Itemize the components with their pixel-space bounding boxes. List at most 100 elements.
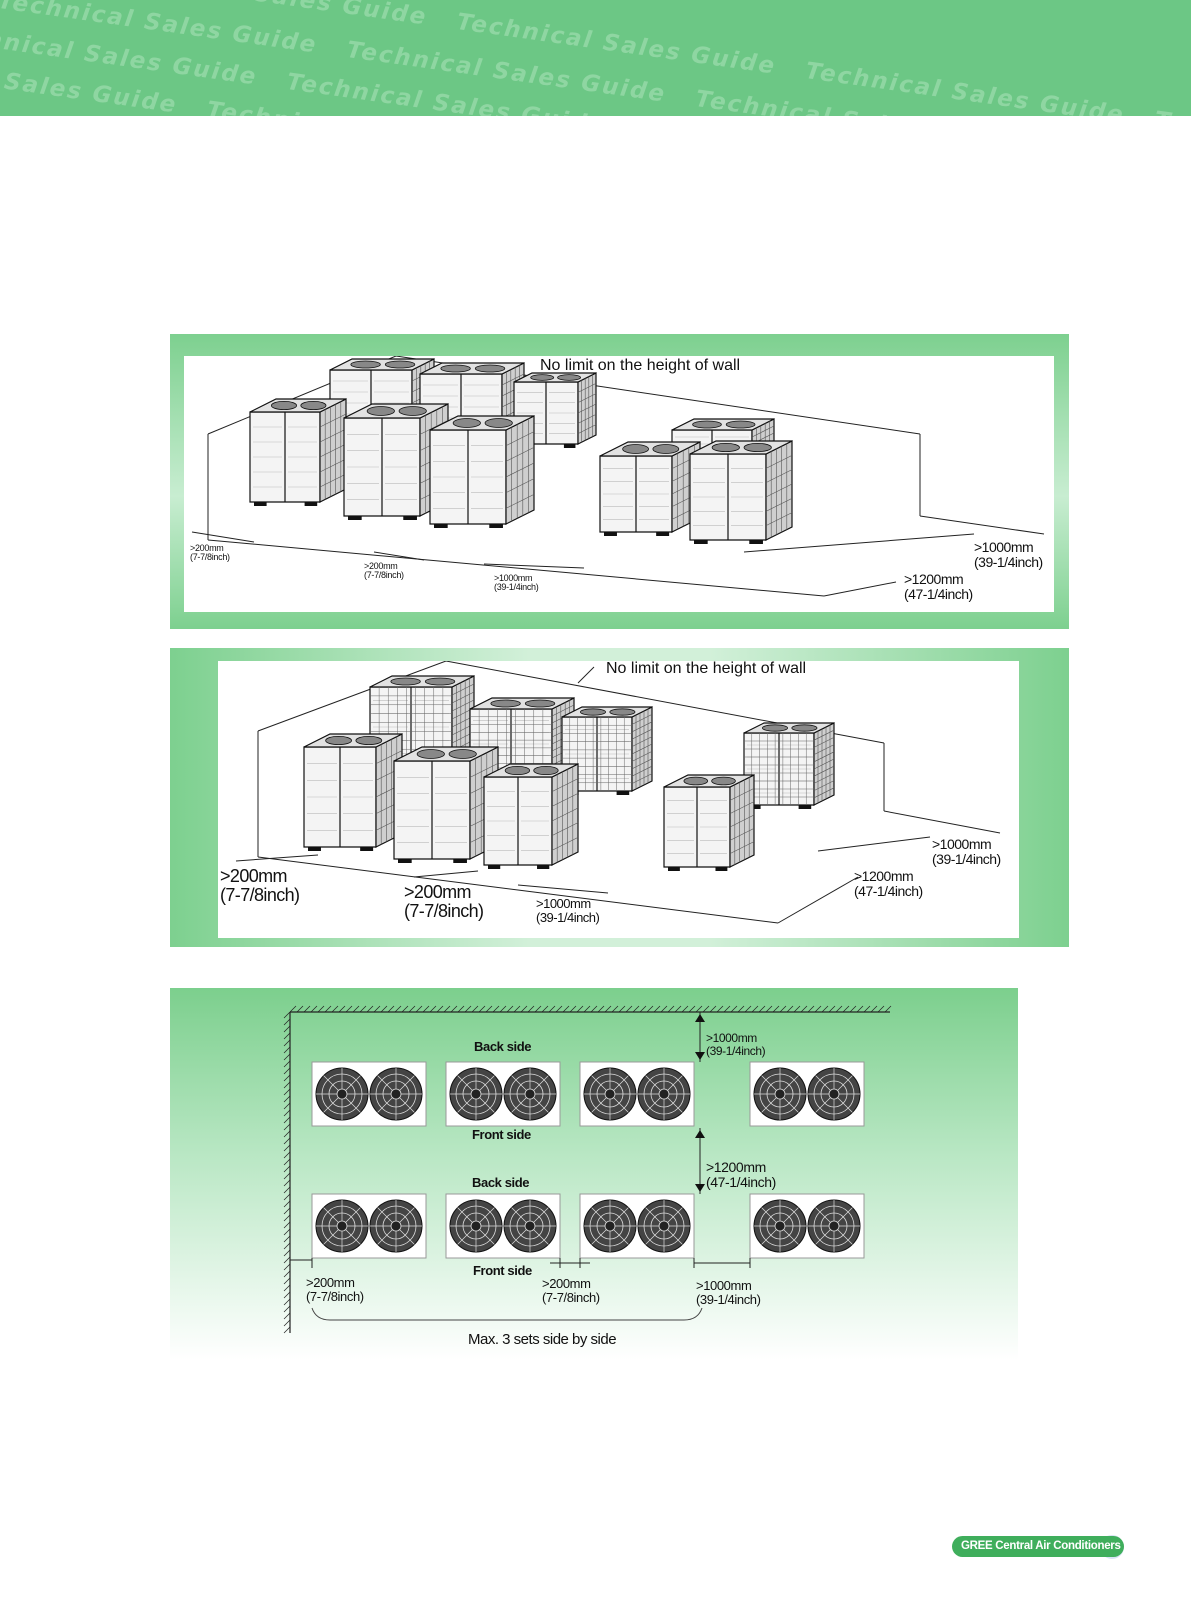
wall-hatch [283,1123,291,1131]
wall-hatch [541,1005,549,1013]
header-banner: Technical Sales Guide Technical Sales Gu… [0,0,1191,116]
floor-edge [207,539,825,597]
wall-hatch [387,1005,395,1013]
unit-grille-line [765,455,793,469]
unit-foot [403,516,417,520]
fan-top [355,735,383,746]
wall-hatch [283,1074,291,1082]
wall-hatch [793,1005,801,1013]
wall-hatch [751,1005,759,1013]
unit-grille-line [765,512,793,526]
wall-hatch [611,1005,619,1013]
spacing-label: >200mm(7-7/8inch) [220,866,300,905]
leader-line [577,666,595,684]
unit-foot [798,805,812,809]
wall-hatch [842,1005,850,1013]
unit-foot [304,502,318,506]
wall-hatch [457,1005,465,1013]
wall-hatch [283,1081,291,1089]
fan-top [440,364,471,373]
unit-foot [656,532,670,536]
fan-hub [336,1220,348,1232]
wall-hatch [534,1005,542,1013]
fan-top [652,444,680,454]
fan-top [692,420,722,429]
unit-foot [694,540,708,544]
wall-hatch [283,1186,291,1194]
wall-hatch [401,1005,409,1013]
wall-hatch [352,1005,360,1013]
unit-grille-line [729,814,755,828]
dimension-arrow [695,1184,705,1192]
spacing-label: >1000mm(39-1/4inch) [536,896,600,925]
plan-view-drawing [283,1005,892,1334]
wall-hatch [576,1005,584,1013]
wall-hatch [283,1207,291,1215]
unit-grille-line [577,403,597,414]
wall-hatch [338,1005,346,1013]
unit-grille-line [319,428,347,443]
unit-grille-line [551,837,579,851]
guide-line [743,533,975,553]
wall-hatch [283,1291,291,1299]
wall-hatch [283,1298,291,1306]
fan-top [384,360,416,369]
dimension-arrow [695,1014,705,1022]
wall-hatch [632,1005,640,1013]
fan-hub [774,1088,786,1100]
wall-edge [257,661,447,732]
wall-hatch [283,1046,291,1054]
wall-hatch [492,1005,500,1013]
outdoor-unit [429,415,535,528]
unit-grille-line [551,807,579,822]
wall-hatch [429,1005,437,1013]
fan-top [366,406,395,416]
fan-hub [470,1220,482,1232]
wall-hatch [506,1005,514,1013]
fan-hub [828,1220,840,1232]
wall-hatch [283,1305,291,1313]
unit-foot [749,540,763,544]
wall-hatch [373,1005,381,1013]
wall-hatch [786,1005,794,1013]
fan-top [390,677,421,686]
fan-top [533,765,559,776]
wall-hatch [283,1172,291,1180]
wall-hatch [590,1005,598,1013]
unit-grille-line [729,828,755,841]
spacing-label: >200mm(7-7/8inch) [306,1275,364,1304]
spacing-label: >1000mm(39-1/4inch) [696,1278,761,1307]
wall-hatch [283,1200,291,1208]
spacing-label: >1000mm(39-1/4inch) [706,1031,766,1058]
outdoor-unit [561,706,653,795]
fan-top [530,374,555,381]
wall-hatch [583,1005,591,1013]
wall-hatch [436,1005,444,1013]
wall-hatch [283,1109,291,1117]
outdoor-unit-top-view [445,1193,561,1259]
unit-grille-line [319,458,347,473]
unit-foot [434,524,448,528]
unit-foot [348,516,362,520]
unit-grille-line [469,763,499,778]
wall-hatch [625,1005,633,1013]
fan-top [325,735,352,746]
wall-hatch [695,1005,703,1013]
wall-hatch [283,1144,291,1152]
dimension-arrow [695,1052,705,1060]
diagram-canvas: No limit on the height of wall >200mm(7-… [218,660,1019,938]
unit-grille-line [451,691,475,704]
unit-grille-line [319,413,347,428]
unit-grille-line [813,765,835,777]
unit-grille-line [631,736,653,747]
unit-grille-line [631,743,653,755]
fan-top [711,776,736,786]
unit-grille-line [551,793,579,807]
wall-hatch [317,1005,325,1013]
fan-top [474,364,506,373]
wall-hatch [569,1005,577,1013]
wall-hatch [821,1005,829,1013]
unit-grille-line [505,431,535,446]
outdoor-unit-top-view [749,1193,865,1259]
fan-hub [604,1220,616,1232]
